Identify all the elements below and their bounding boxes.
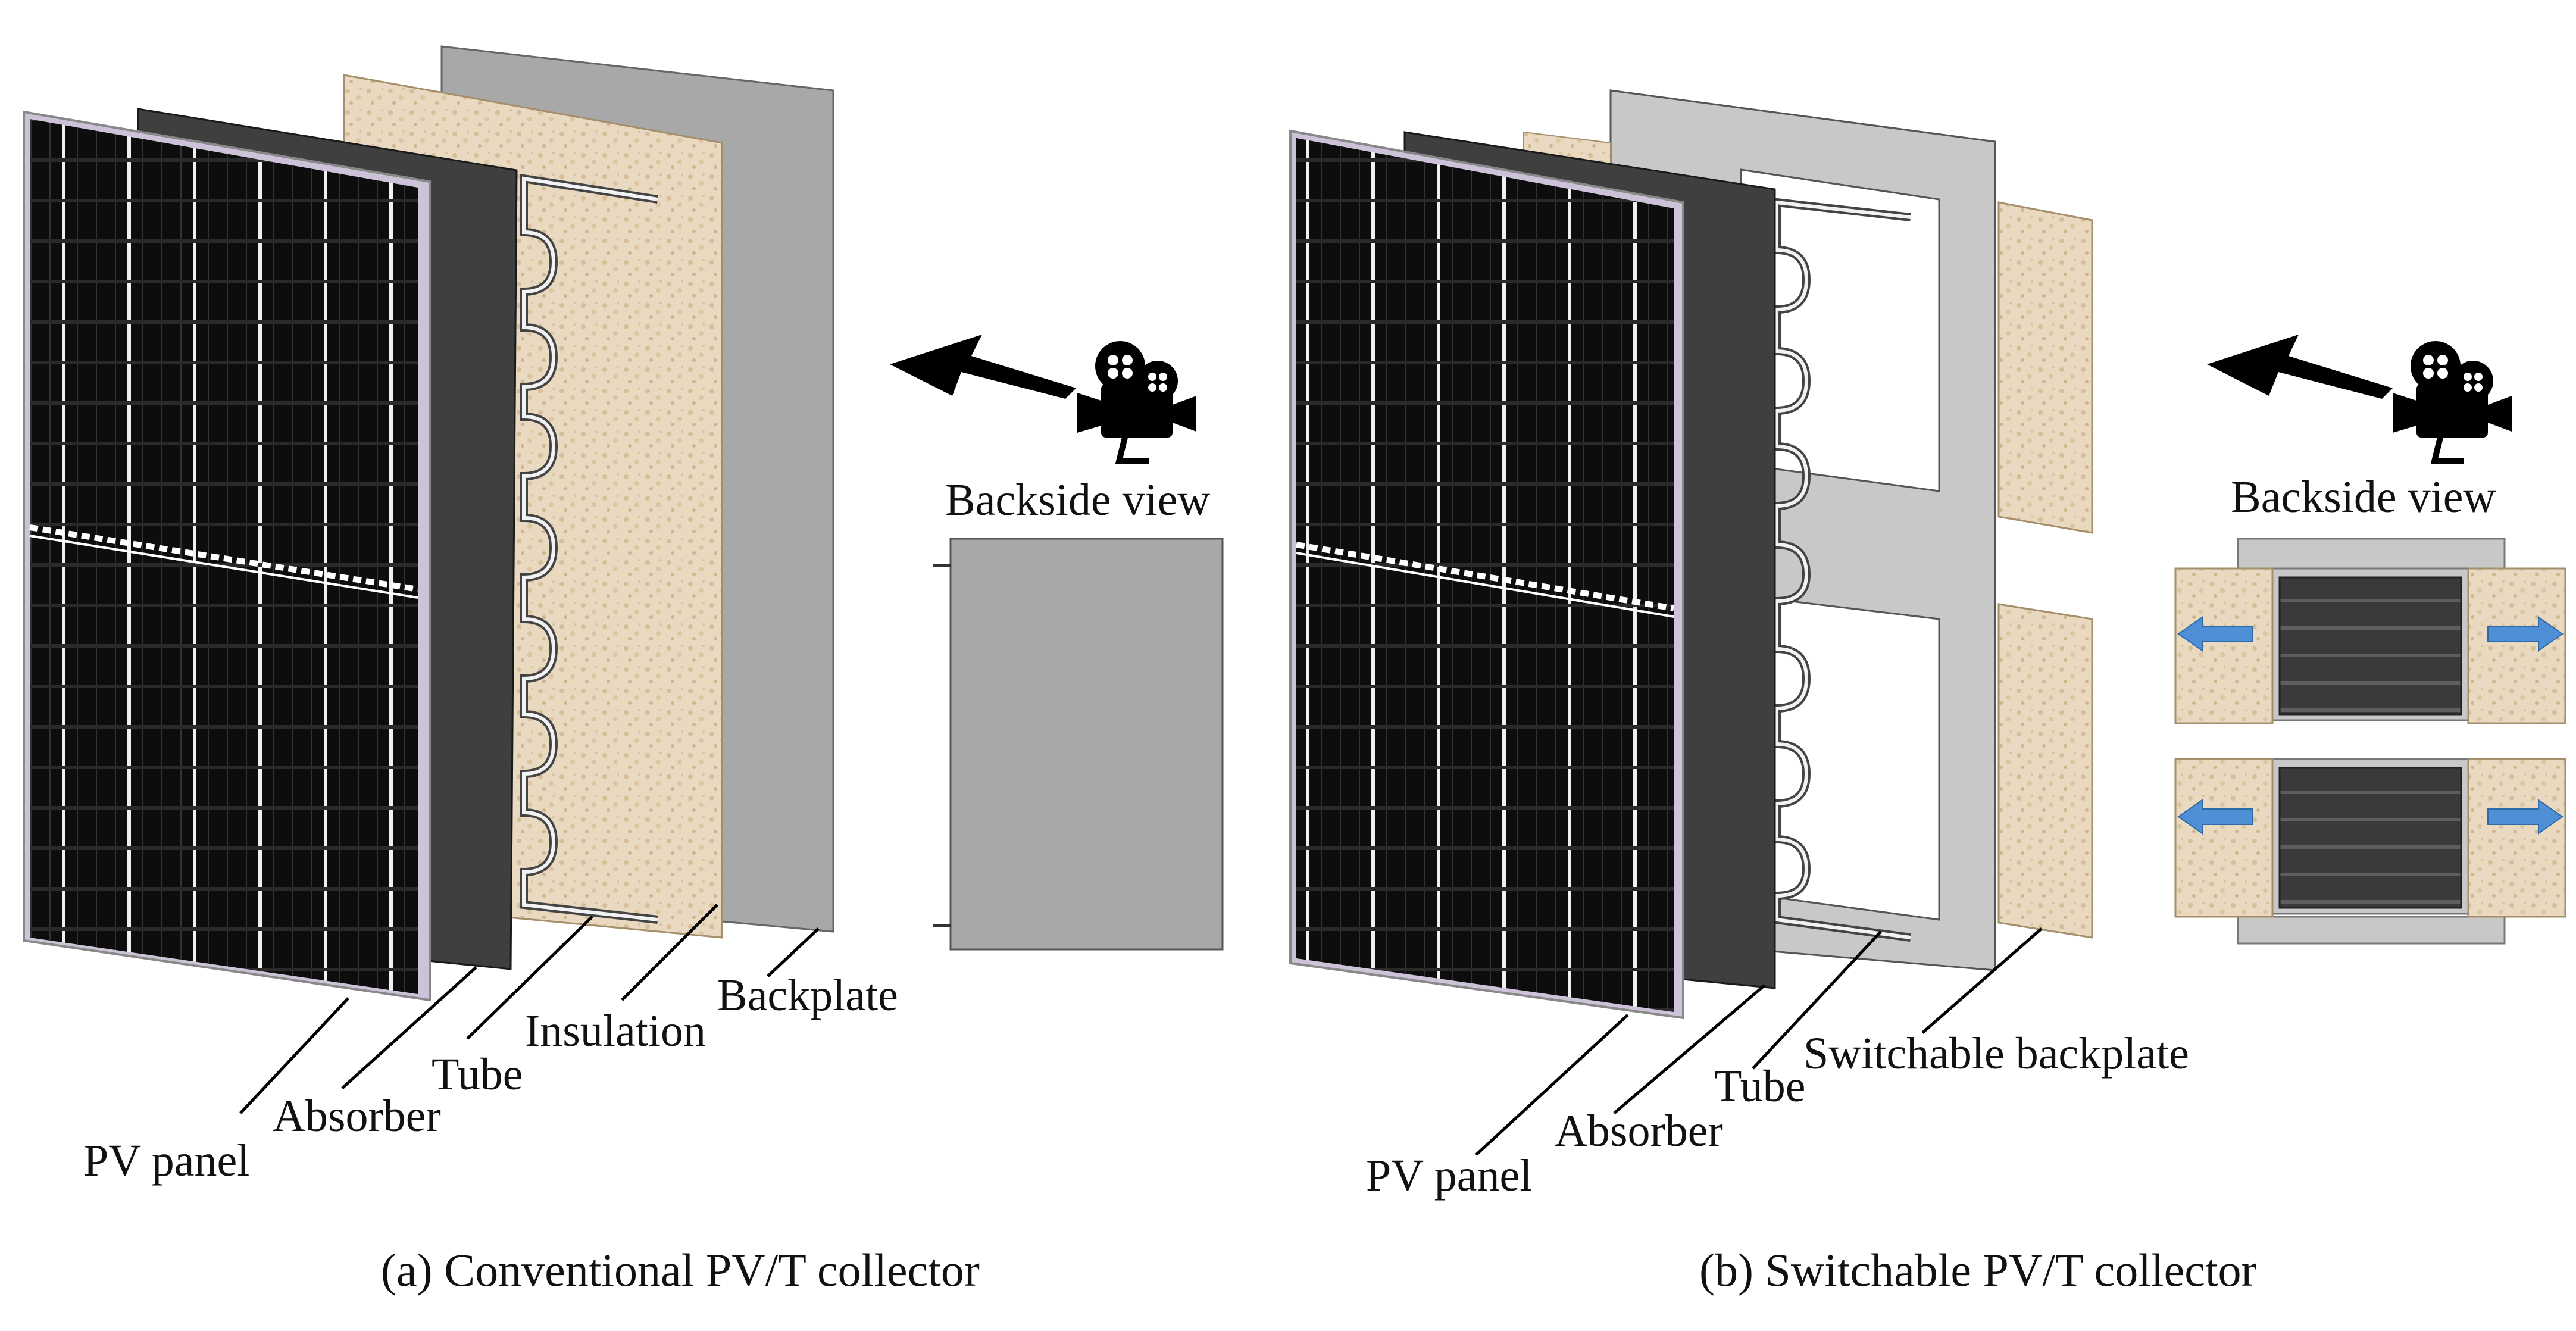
caption-b: (b) Switchable PV/T collector xyxy=(1699,1244,2257,1296)
label-tube-b: Tube xyxy=(1714,1061,1805,1111)
label-tube-a: Tube xyxy=(432,1049,523,1099)
camera-icon xyxy=(2393,341,2512,464)
panel-a: PV panel Absorber Tube Insulation Backpl… xyxy=(23,45,1224,1296)
pv-panel-cells-a xyxy=(30,119,418,994)
camera-icon xyxy=(1077,341,1196,464)
backside-view-a xyxy=(949,538,1224,951)
backside-view-label-b: Backside view xyxy=(2231,472,2496,522)
backside-view-b xyxy=(2174,538,2566,945)
arrow-right-icon xyxy=(2487,616,2564,652)
insulation-block-lower-b xyxy=(1997,603,2093,939)
backside-view-label-a: Backside view xyxy=(945,475,1210,525)
panel-b: PV panel Absorber Tube Switchable backpl… xyxy=(1289,89,2566,1296)
label-switchable-backplate-b: Switchable backplate xyxy=(1803,1029,2189,1079)
label-pv-panel-b: PV panel xyxy=(1366,1151,1532,1201)
arrow-left-icon xyxy=(2177,616,2253,652)
arrow-left-icon xyxy=(2177,799,2253,835)
label-insulation-a: Insulation xyxy=(525,1006,706,1056)
view-arrow-a xyxy=(890,335,1076,399)
label-backplate-a: Backplate xyxy=(717,970,898,1020)
arrow-right-icon xyxy=(2487,799,2564,835)
label-pv-panel-a: PV panel xyxy=(83,1136,249,1186)
caption-a: (a) Conventional PV/T collector xyxy=(381,1244,980,1296)
insulation-block-upper-b xyxy=(1997,201,2093,534)
label-absorber-a: Absorber xyxy=(273,1091,441,1141)
view-arrow-b xyxy=(2207,335,2393,399)
label-absorber-b: Absorber xyxy=(1555,1106,1723,1156)
